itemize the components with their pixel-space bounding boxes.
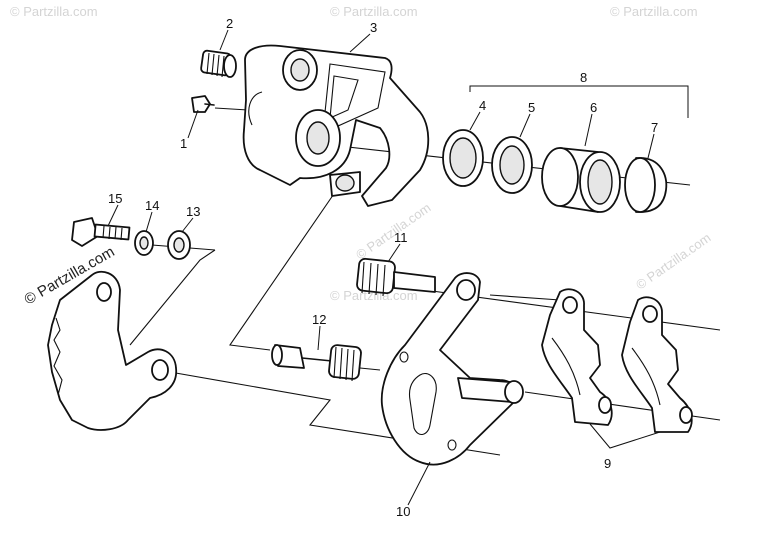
watermark-faint: © Partzilla.com [610, 4, 698, 19]
callout-9: 9 [604, 456, 611, 471]
callout-8: 8 [580, 70, 587, 85]
part-12-pin [271, 344, 362, 382]
watermark-faint: © Partzilla.com [330, 4, 418, 19]
part-5-seal [491, 136, 533, 194]
part-7-cap [624, 157, 668, 213]
mounting-knuckle [47, 270, 177, 431]
group-8-brace [469, 85, 689, 118]
callout-3: 3 [370, 20, 377, 35]
part-14-washer [134, 230, 154, 256]
part-11-pin [356, 257, 436, 297]
caliper-body [242, 44, 430, 207]
part-9-pad-front [541, 288, 613, 426]
part-9-pad-rear [621, 296, 693, 433]
watermark-faint: © Partzilla.com [633, 230, 713, 293]
callout-5: 5 [528, 100, 535, 115]
part-15-bolt [71, 217, 131, 247]
callout-4: 4 [479, 98, 486, 113]
part-6-piston [541, 147, 621, 213]
part-13-washer [167, 230, 191, 260]
part-10-bracket [380, 272, 524, 466]
part-1-bleeder-valve [191, 95, 215, 113]
callout-10: 10 [396, 504, 410, 519]
callout-11: 11 [394, 230, 408, 245]
callout-2: 2 [226, 16, 233, 31]
callout-labels: 1 2 3 4 5 6 7 8 9 10 11 12 13 14 15 [108, 16, 658, 519]
watermark-faint: © Partzilla.com [10, 4, 98, 19]
part-4-seal [442, 129, 484, 187]
callout-15: 15 [108, 191, 122, 206]
watermark-faint: © Partzilla.com [330, 288, 418, 303]
callout-6: 6 [590, 100, 597, 115]
callout-13: 13 [186, 204, 200, 219]
leader-lines [107, 29, 661, 506]
callout-1: 1 [180, 136, 187, 151]
callout-14: 14 [145, 198, 159, 213]
part-2-plug [200, 49, 237, 78]
callout-7: 7 [651, 120, 658, 135]
callout-12: 12 [312, 312, 326, 327]
